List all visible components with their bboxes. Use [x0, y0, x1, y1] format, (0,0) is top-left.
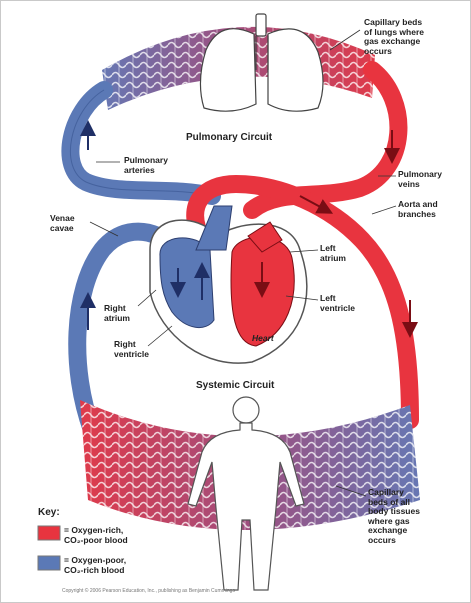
- circulatory-diagram: Capillary beds of lungs where gas exchan…: [0, 0, 471, 603]
- figure-frame: [0, 0, 471, 603]
